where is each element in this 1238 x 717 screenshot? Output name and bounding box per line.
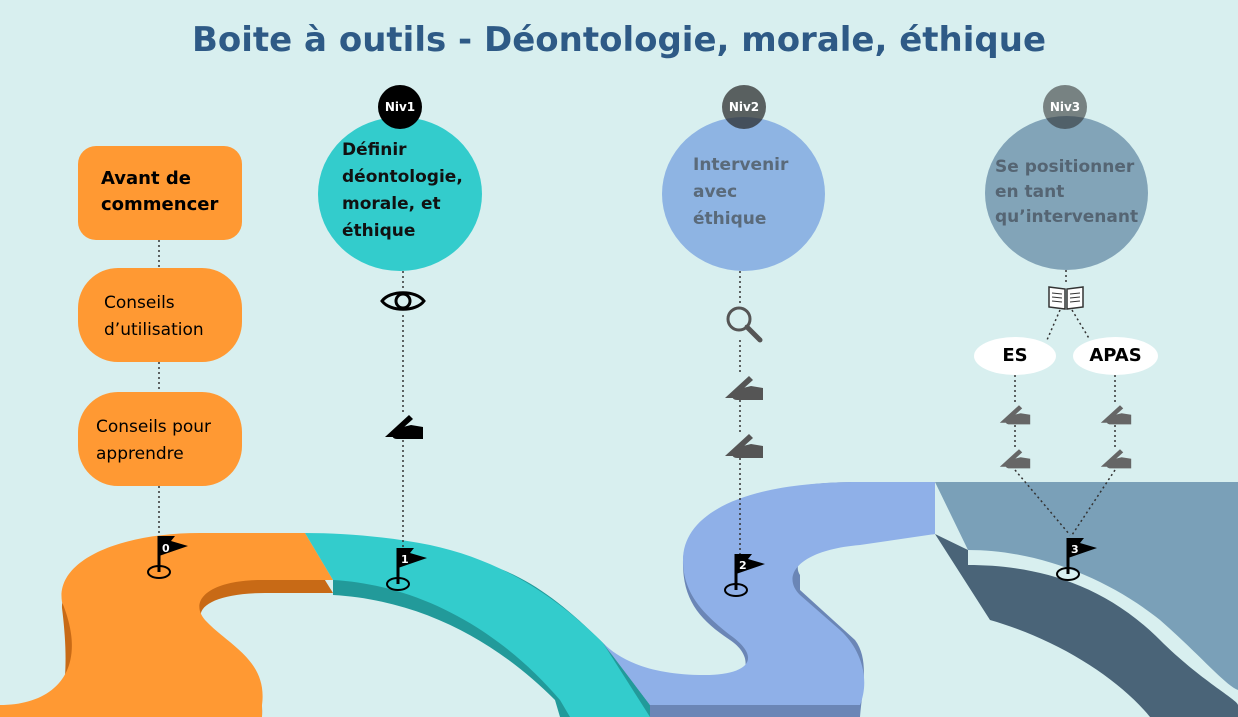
level-3-circle[interactable]: [985, 116, 1148, 270]
eye-icon[interactable]: [380, 287, 426, 315]
label-line: avec: [693, 182, 738, 202]
conseils-apprendre-button[interactable]: Conseils pour apprendre: [78, 392, 242, 486]
flag-number: 2: [739, 559, 747, 572]
flag-number: 3: [1071, 543, 1079, 556]
flag-number: 0: [162, 542, 170, 555]
es-button[interactable]: ES: [974, 337, 1056, 375]
writing-hand-icon[interactable]: [998, 446, 1032, 470]
level-1-badge: Niv1: [378, 85, 422, 129]
label-line: en tant: [995, 182, 1065, 202]
box-label-line: commencer: [101, 194, 219, 215]
conseils-utilisation-button[interactable]: Conseils d’utilisation: [78, 268, 242, 362]
label-line: Intervenir: [693, 155, 789, 175]
flag-1[interactable]: 1: [384, 544, 430, 592]
label-line: déontologie,: [342, 167, 463, 187]
writing-hand-icon[interactable]: [723, 372, 765, 402]
writing-hand-icon[interactable]: [1099, 446, 1133, 470]
flag-icon: [147, 536, 188, 579]
page-title: Boite à outils - Déontologie, morale, ét…: [191, 20, 1047, 60]
writing-hand-icon[interactable]: [723, 430, 765, 460]
flag-icon: [724, 554, 765, 597]
level-2-circle[interactable]: [662, 117, 825, 271]
label-line: qu’intervenant: [995, 207, 1139, 227]
box-label-line: Conseils pour: [96, 417, 212, 437]
avant-de-commencer-button[interactable]: Avant de commencer: [78, 146, 242, 240]
level-1-label: Définir déontologie, morale, et éthique: [342, 137, 463, 245]
flag-icon: [386, 548, 427, 591]
book-icon[interactable]: [1047, 283, 1085, 311]
level-2-badge: Niv2: [722, 85, 766, 129]
flag-icon: [1056, 538, 1097, 581]
box-label-line: apprendre: [96, 444, 184, 464]
box-label-line: Conseils: [104, 293, 175, 313]
level-3-badge: Niv3: [1043, 85, 1087, 129]
label-line: Se positionner: [995, 157, 1135, 177]
box-label-line: Avant de: [101, 168, 191, 189]
level-1-circle[interactable]: [318, 117, 482, 271]
label-line: éthique: [342, 221, 416, 241]
apas-button[interactable]: APAS: [1073, 337, 1158, 375]
flag-0[interactable]: 0: [145, 532, 191, 580]
label-line: éthique: [693, 209, 767, 229]
label-line: morale, et: [342, 194, 441, 214]
flag-2[interactable]: 2: [722, 550, 768, 598]
box-label-line: d’utilisation: [104, 320, 204, 340]
level-3-label: Se positionner en tant qu’intervenant: [995, 155, 1138, 230]
flag-3[interactable]: 3: [1054, 534, 1100, 582]
flag-number: 1: [401, 553, 409, 566]
writing-hand-icon[interactable]: [383, 411, 425, 441]
writing-hand-icon[interactable]: [1099, 402, 1133, 426]
writing-hand-icon[interactable]: [998, 402, 1032, 426]
level-2-label: Intervenir avec éthique: [693, 152, 788, 233]
magnifier-icon[interactable]: [724, 304, 764, 344]
label-line: Définir: [342, 140, 407, 160]
